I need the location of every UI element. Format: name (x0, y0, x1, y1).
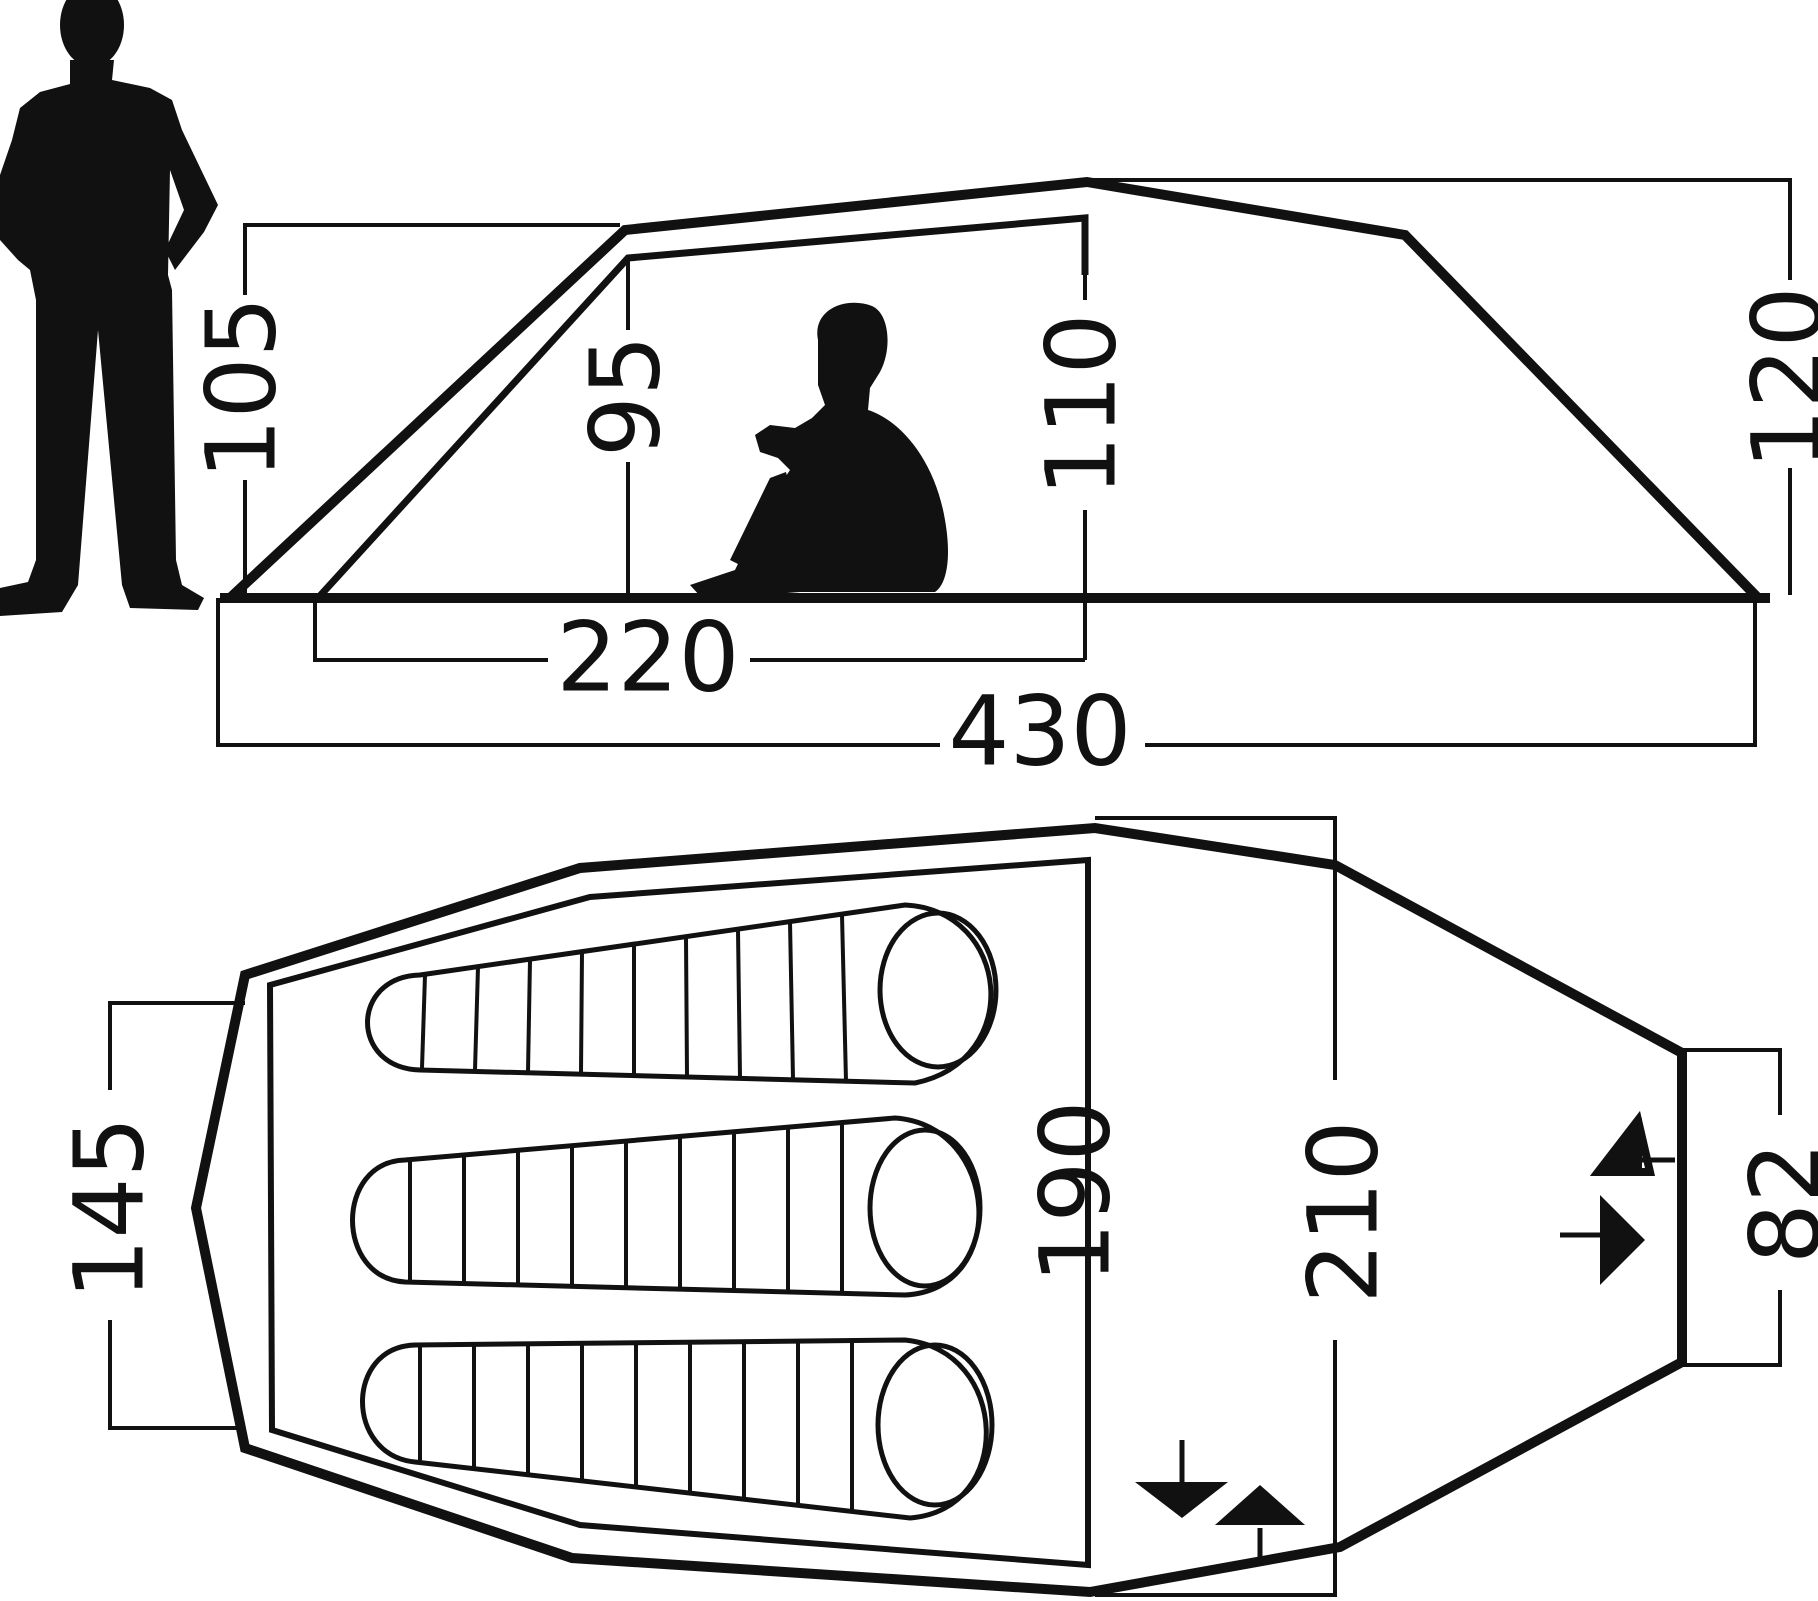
sleeping-bag-1 (365, 902, 999, 1086)
entrance-arrows-side-icon (1135, 1440, 1305, 1562)
dimension-total-length (216, 598, 1757, 747)
max-height-label: 110 (1025, 313, 1137, 496)
inner-width-label: 190 (1019, 1100, 1131, 1283)
total-width-label: 210 (1287, 1120, 1399, 1303)
entrance-arrows-rear-icon (1560, 1110, 1675, 1285)
rear-height-label: 120 (1731, 286, 1818, 469)
tent-outer-outline (226, 176, 1762, 602)
dimension-front-height (243, 223, 620, 595)
dimension-front-width (108, 1001, 245, 1430)
tent-inner-outline (315, 214, 1089, 601)
total-length-label: 430 (948, 675, 1131, 787)
dimension-rear-width (1680, 1048, 1782, 1367)
sleeping-bag-2 (350, 1115, 983, 1298)
sleeping-bag-3 (360, 1337, 995, 1521)
front-height-label: 105 (185, 296, 297, 479)
sitting-person-icon (690, 302, 949, 596)
rear-width-label: 82 (1729, 1142, 1818, 1264)
standing-person-icon (0, 0, 218, 616)
dimension-total-width (1095, 816, 1337, 1597)
inner-length-label: 220 (556, 601, 739, 713)
side-view: 105 120 95 110 (0, 0, 1818, 787)
top-view: 145 210 82 190 (53, 816, 1818, 1598)
front-width-label: 145 (53, 1116, 165, 1299)
dimension-rear-height (1085, 178, 1792, 595)
inner-height-label: 95 (569, 335, 681, 457)
dimension-inner-length (313, 598, 1085, 662)
tent-outer-footprint (190, 822, 1687, 1598)
